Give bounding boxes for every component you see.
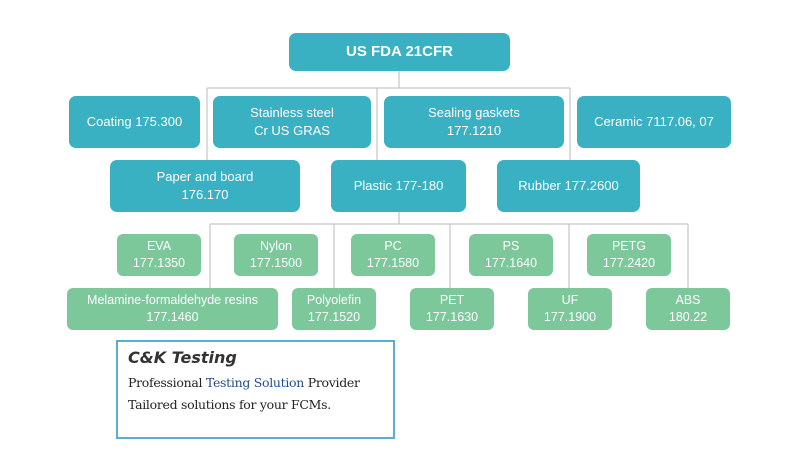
- plastic-pet: PET 177.1630: [410, 288, 494, 330]
- plastic-code: 177.1900: [543, 310, 597, 324]
- plastic-eva: EVA 177.1350: [117, 234, 201, 276]
- brand-name: C&K Testing: [128, 348, 237, 367]
- plastic-code: 177.1520: [307, 310, 361, 324]
- plastic-name: PET: [439, 293, 465, 308]
- category-label: Rubber 177.2600: [518, 178, 619, 194]
- plastic-abs: ABS 180.22: [646, 288, 730, 330]
- category-label: Paper and board: [156, 169, 254, 185]
- plastic-code: 177.1500: [249, 256, 303, 270]
- category-label: Ceramic 7117.06, 07: [594, 114, 714, 130]
- plastic-pc: PC 177.1580: [351, 234, 435, 276]
- category-code: Cr US GRAS: [254, 123, 330, 138]
- category-ceramic: Ceramic 7117.06, 07: [577, 96, 731, 148]
- brand-tagline: Professional Testing Solution Provider: [128, 375, 383, 390]
- tagline-suffix: Provider: [304, 375, 360, 390]
- plastic-code: 177.1460: [146, 310, 199, 324]
- plastic-name: PC: [384, 239, 402, 254]
- plastic-code: 177.1640: [484, 256, 538, 270]
- tagline-prefix: Professional: [128, 375, 206, 390]
- plastic-uf: UF 177.1900: [528, 288, 612, 330]
- plastic-ps: PS 177.1640: [469, 234, 553, 276]
- plastic-code: 180.22: [668, 310, 708, 324]
- plastic-code: 177.1580: [366, 256, 420, 270]
- plastic-code: 177.2420: [602, 256, 656, 270]
- brand-box: C&K Testing Professional Testing Solutio…: [116, 340, 395, 439]
- plastic-name: Polyolefin: [306, 293, 362, 308]
- plastic-name: UF: [561, 293, 579, 308]
- root-node: US FDA 21CFR: [289, 33, 510, 71]
- category-code: 176.170: [181, 187, 229, 202]
- plastic-name: Melamine-formaldehyde resins: [87, 293, 258, 308]
- category-label: Coating 175.300: [86, 114, 183, 130]
- plastic-code: 177.1350: [132, 256, 186, 270]
- category-label: Sealing gaskets: [428, 105, 520, 121]
- category-rubber: Rubber 177.2600: [497, 160, 640, 212]
- plastic-name: ABS: [675, 293, 701, 308]
- category-coating: Coating 175.300: [69, 96, 200, 148]
- plastic-nylon: Nylon 177.1500: [234, 234, 318, 276]
- tagline-highlight: Testing Solution: [205, 375, 305, 390]
- category-sealing-gaskets: Sealing gaskets 177.1210: [384, 96, 564, 148]
- category-plastic: Plastic 177-180: [331, 160, 466, 212]
- plastic-polyolefin: Polyolefin 177.1520: [292, 288, 376, 330]
- plastic-name: PS: [502, 239, 520, 254]
- category-label: Plastic 177-180: [353, 178, 444, 194]
- category-label: Stainless steel: [250, 105, 334, 121]
- plastic-name: PETG: [611, 239, 647, 254]
- plastic-code: 177.1630: [425, 310, 479, 324]
- category-code: 177.1210: [446, 123, 502, 138]
- plastic-name: EVA: [146, 239, 172, 254]
- plastic-melamine-formaldehyde-resins: Melamine-formaldehyde resins 177.1460: [67, 288, 278, 330]
- brand-subline: Tailored solutions for your FCMs.: [128, 397, 331, 412]
- category-paper-and-board: Paper and board 176.170: [110, 160, 300, 212]
- plastic-petg: PETG 177.2420: [587, 234, 671, 276]
- root-label: US FDA 21CFR: [346, 42, 453, 60]
- plastic-name: Nylon: [260, 239, 292, 254]
- category-stainless-steel: Stainless steel Cr US GRAS: [213, 96, 371, 148]
